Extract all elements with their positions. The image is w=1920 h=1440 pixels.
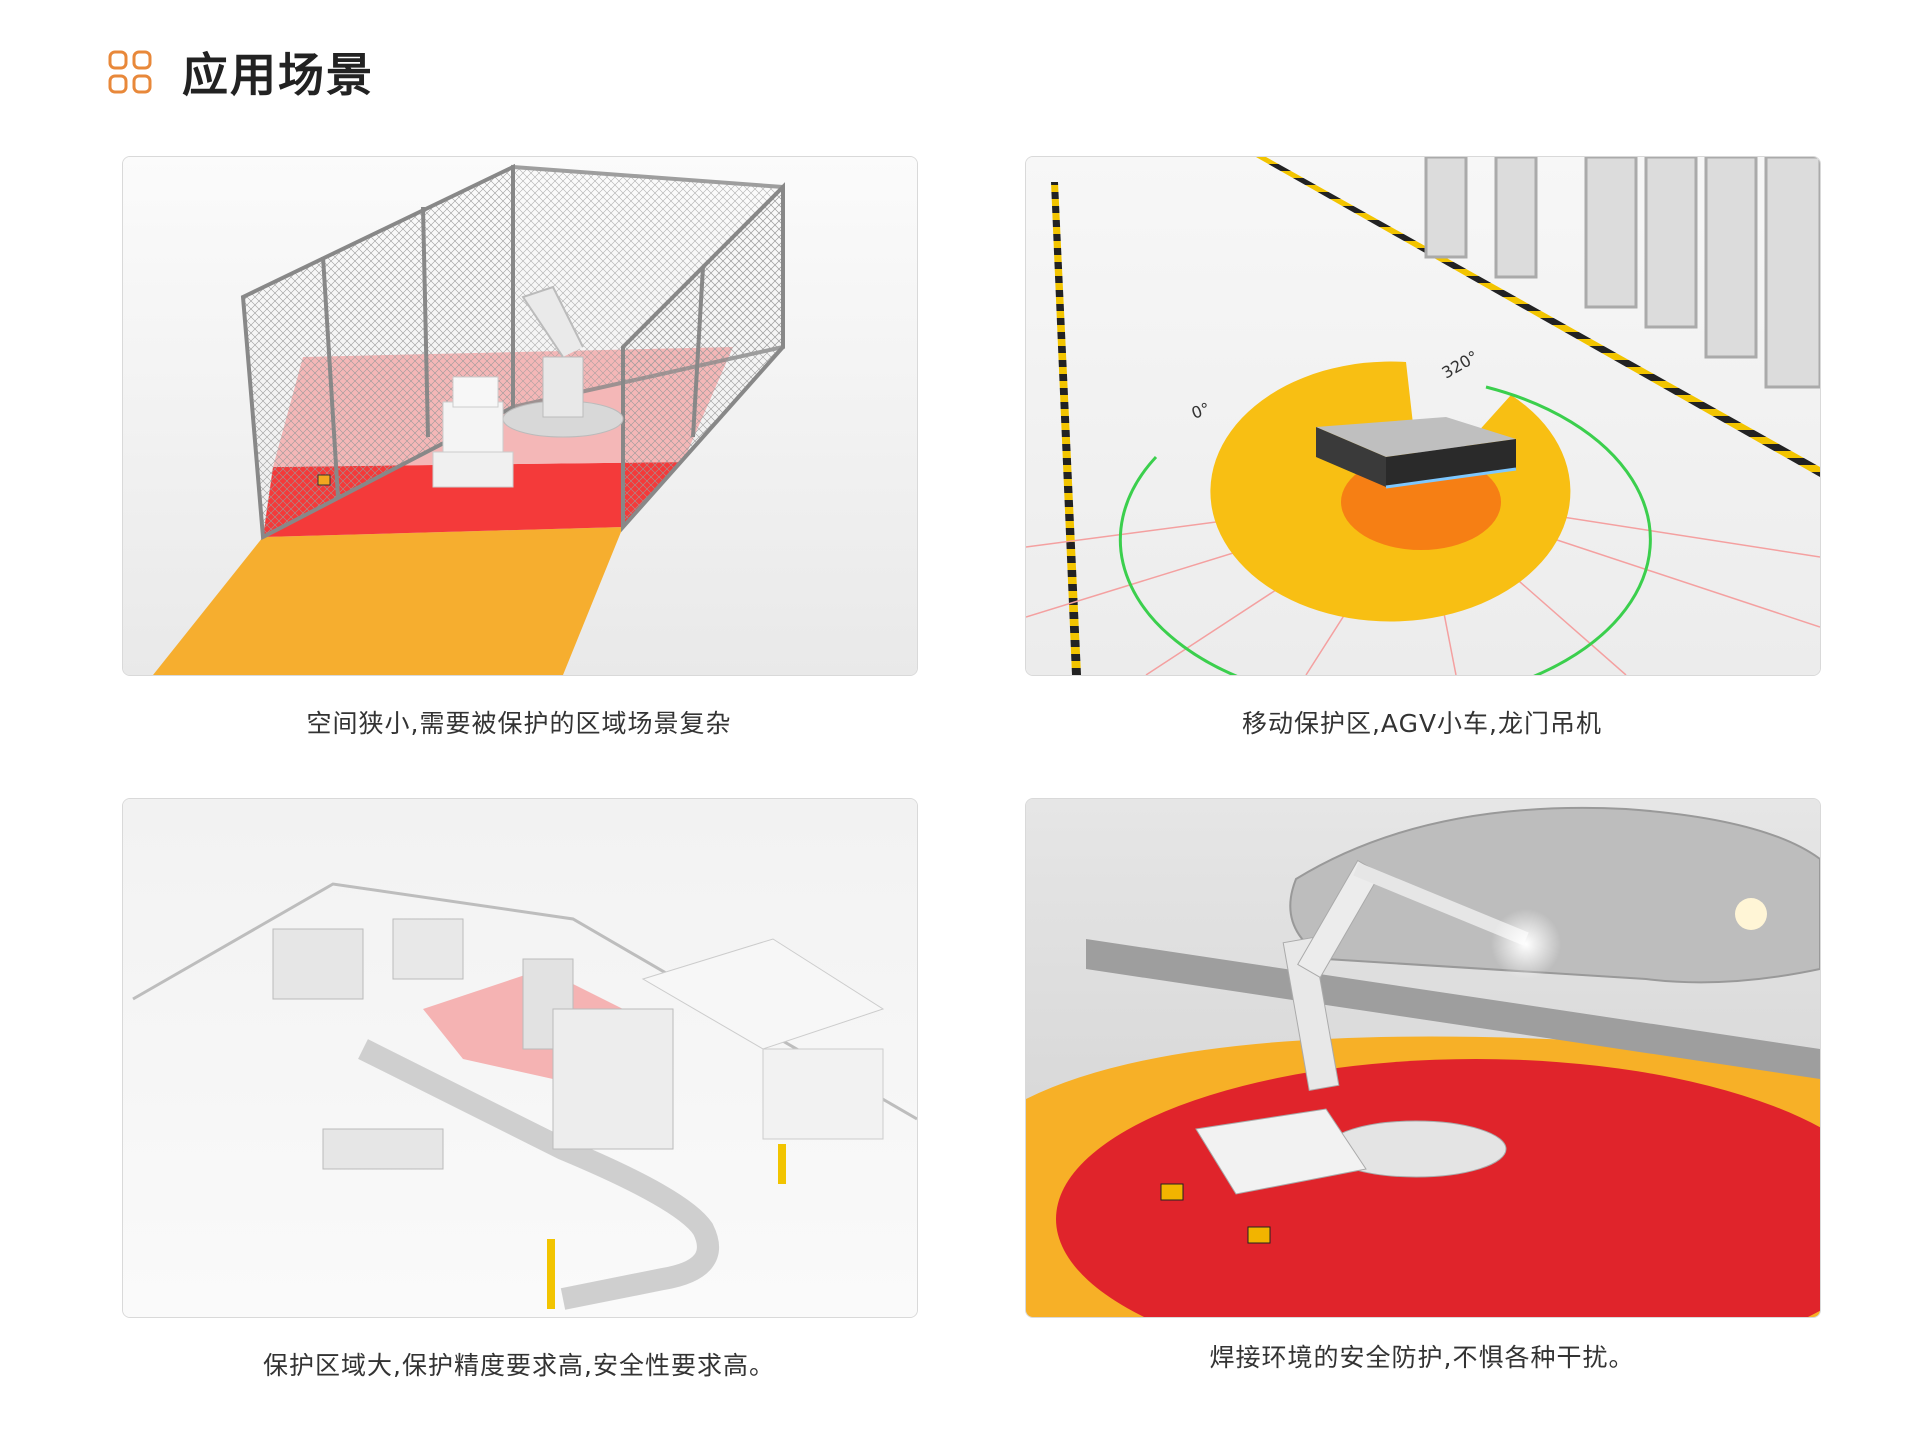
scenario-image-robot-cell [122,156,918,676]
scenario-caption: 空间狭小,需要被保护的区域场景复杂 [306,709,732,738]
scenario-caption: 焊接环境的安全防护,不惧各种干扰。 [1209,1343,1635,1372]
scenario-image-agv: 0° 320° [1025,156,1821,676]
scenario-caption: 保护区域大,保护精度要求高,安全性要求高。 [263,1351,775,1380]
grid-icon [108,50,152,94]
angle-start-label: 0° [1189,399,1213,423]
scenario-caption: 移动保护区,AGV小车,龙门吊机 [1241,709,1603,738]
scenario-image-welding [1025,798,1821,1318]
section-header: 应用场景 [108,42,374,102]
scenario-image-factory [122,798,918,1318]
page-title: 应用场景 [182,48,374,102]
